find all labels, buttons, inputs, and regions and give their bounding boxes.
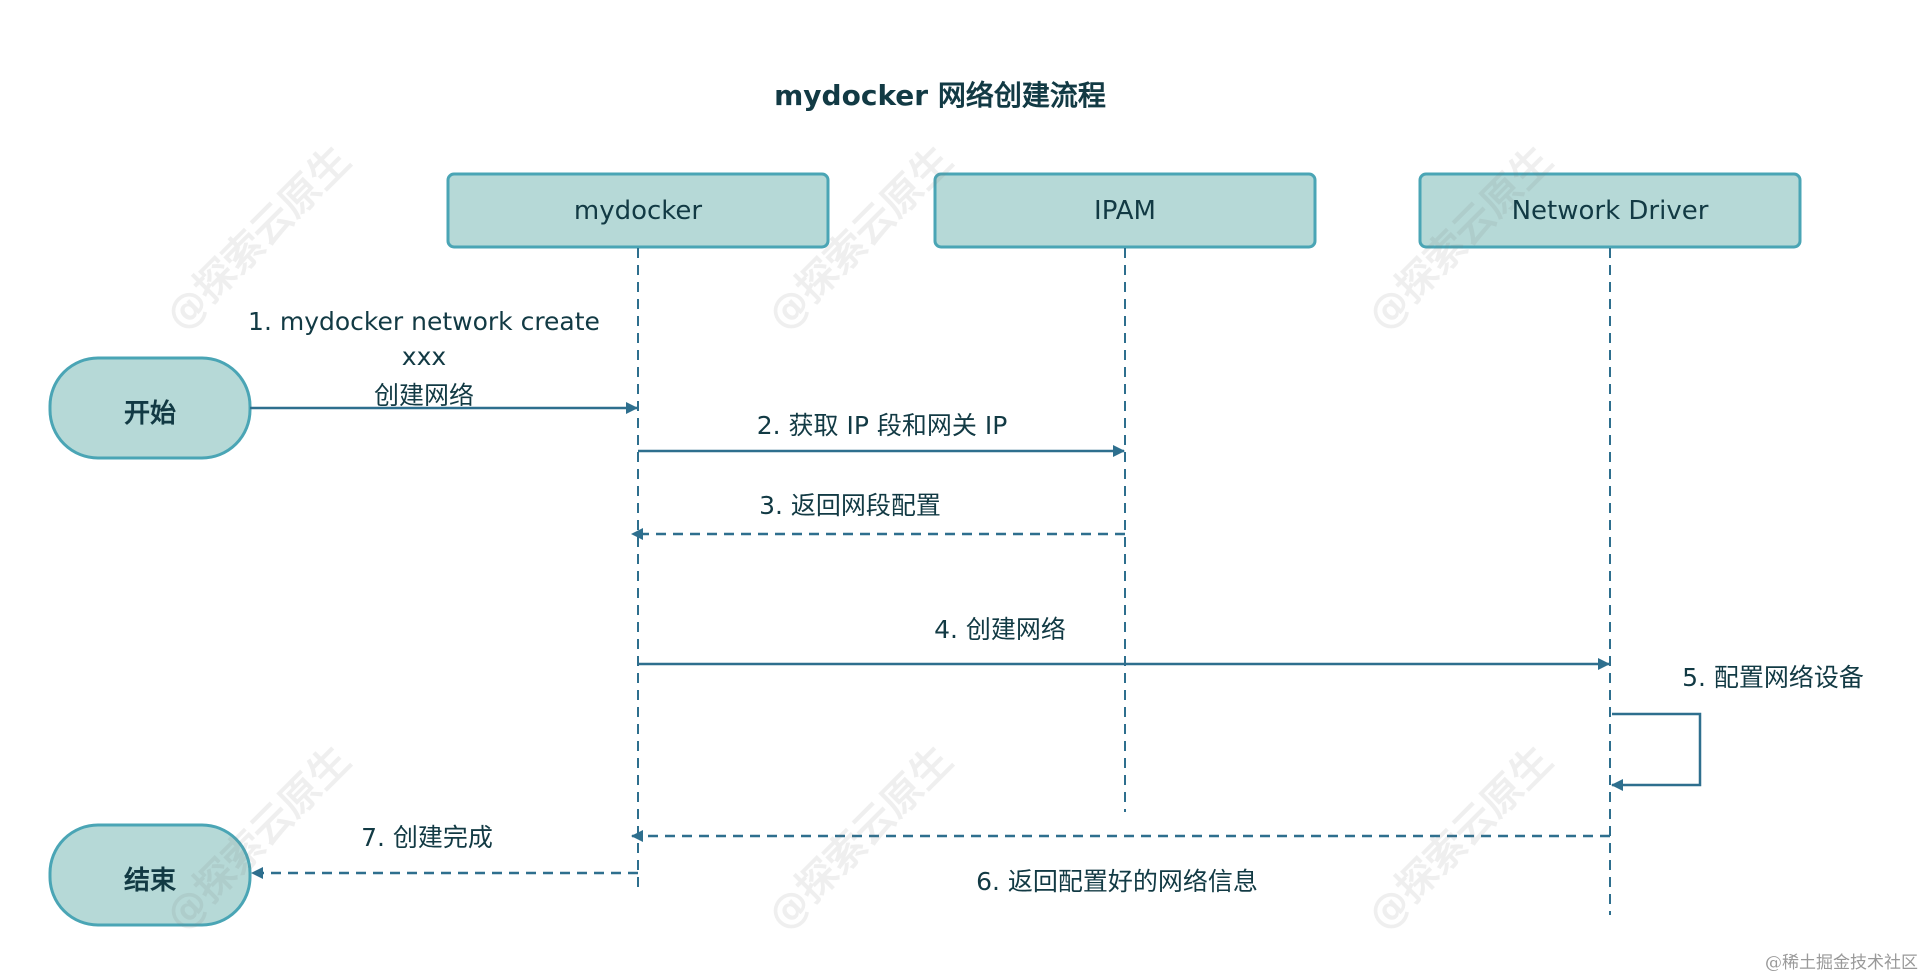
- participant-box-mydocker: [446, 172, 830, 249]
- participant-label-ipam: IPAM: [1094, 196, 1156, 226]
- diagram-title: mydocker 网络创建流程: [774, 79, 1106, 112]
- source-credit: @稀土掘金技术社区: [1765, 953, 1918, 973]
- terminal-end-label: 结束: [123, 866, 177, 896]
- message-label-m5: 5. 配置网络设备: [1682, 663, 1864, 692]
- message-label-m1-line1: 1. mydocker network create: [248, 307, 600, 336]
- participant-box-driver: [1418, 172, 1802, 249]
- message-label-m1-line2: xxx: [401, 342, 447, 371]
- participant-label-mydocker: mydocker: [573, 196, 703, 226]
- terminal-end-shape: [48, 823, 252, 927]
- message-label-m3: 3. 返回网段配置: [759, 491, 941, 520]
- participant-box-ipam: [933, 172, 1317, 249]
- terminal-start-label: 开始: [123, 399, 177, 429]
- participant-label-driver: Network Driver: [1511, 196, 1709, 226]
- arrow-m5-self-loop: [1611, 712, 1702, 791]
- message-label-m6: 6. 返回配置好的网络信息: [976, 867, 1258, 896]
- message-label-m7: 7. 创建完成: [361, 823, 493, 852]
- message-label-m1-line3: 创建网络: [373, 381, 475, 410]
- message-label-m4: 4. 创建网络: [934, 615, 1066, 644]
- message-label-m2: 2. 获取 IP 段和网关 IP: [756, 411, 1008, 440]
